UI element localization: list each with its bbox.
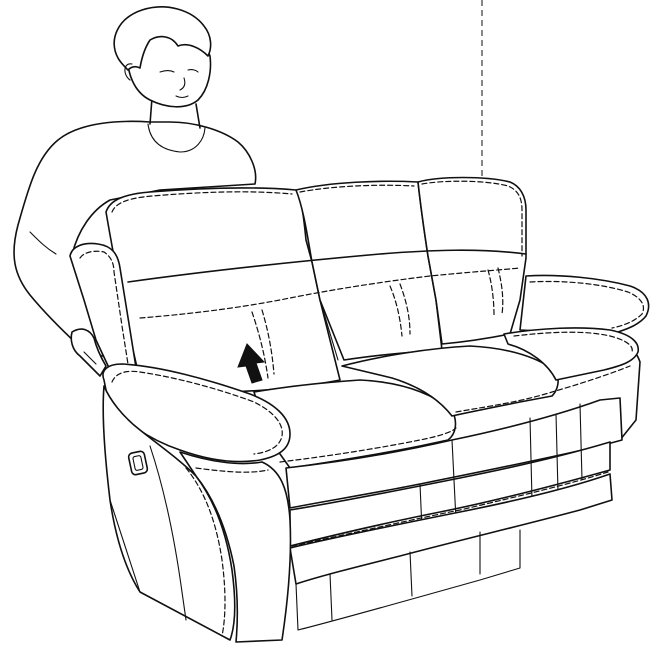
- sofa: [70, 178, 649, 643]
- skirt-line-2: [410, 552, 412, 596]
- skirt-line-1: [330, 574, 332, 620]
- neck-left: [150, 98, 152, 124]
- recline-button-icon: [128, 451, 148, 476]
